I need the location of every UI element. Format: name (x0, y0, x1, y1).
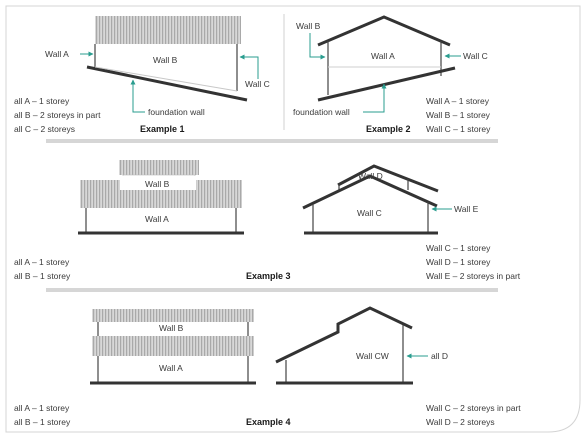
divider-2 (46, 288, 498, 292)
ex3-upper-wall-mask (120, 176, 196, 190)
ex2-title: Example 2 (366, 124, 411, 134)
ex3-note-left-1: all A – 1 storey (14, 257, 70, 267)
ex4-wall-cw-label: Wall CW (356, 351, 389, 361)
ex2-note-2: Wall B – 1 storey (426, 110, 491, 120)
ex3-upper-roof (119, 160, 199, 175)
ex4-note-right-1: Wall C – 2 storeys in part (426, 403, 521, 413)
ex3-left-wall-b-label: Wall B (145, 179, 170, 189)
ex2-wall-b-label: Wall B (296, 21, 321, 31)
ex2-ground (317, 66, 456, 102)
ex1-roof (95, 16, 241, 44)
ex1-note-2: all B – 2 storeys in part (14, 110, 101, 120)
ex1-title: Example 1 (140, 124, 185, 134)
ex3-lower-roof-right (302, 174, 438, 210)
ex3-wall-d-label: Wall D (358, 171, 383, 181)
divider-1 (46, 139, 498, 143)
ex4-note-left-1: all A – 1 storey (14, 403, 70, 413)
example-1: Wall B Wall A Wall C foundation wall all… (14, 16, 270, 134)
ex3-left-wall-a-label: Wall A (145, 214, 169, 224)
ex2-wall-a-label: Wall A (371, 51, 395, 61)
ex3-note-right-3: Wall E – 2 storeys in part (426, 271, 521, 281)
outer-frame (5, 5, 581, 433)
ex1-wall-c-label: Wall C (245, 79, 270, 89)
ex3-wall-c-label: Wall C (357, 208, 382, 218)
ex2-foundation-arrow (363, 83, 387, 113)
ex4-upper-roof (92, 309, 254, 322)
ex1-note-3: all C – 2 storeys (14, 124, 75, 134)
example-3: Wall B Wall A Wall D Wall C Wall E all A… (14, 160, 521, 281)
ex3-note-right-1: Wall C – 1 storey (426, 243, 491, 253)
ex3-note-left-2: all B – 1 storey (14, 271, 71, 281)
ex1-wall-c-arrow (239, 54, 259, 79)
ex1-wall-a-label: Wall A (45, 49, 69, 59)
ex1-ground (86, 65, 248, 102)
ex1-wall-b-label: Wall B (153, 55, 178, 65)
ex2-foundation-label: foundation wall (293, 107, 350, 117)
ex1-foundation-line (94, 66, 238, 92)
ex4-right-roof (275, 306, 413, 364)
ex3-wall-e-label: Wall E (454, 204, 479, 214)
ex2-wall-b-arrow (309, 33, 326, 60)
ex2-wall-c-label: Wall C (463, 51, 488, 61)
ex4-note-left-2: all B – 1 storey (14, 417, 71, 427)
ex3-note-right-2: Wall D – 1 storey (426, 257, 491, 267)
ex4-all-d-label: all D (431, 351, 448, 361)
ex4-lower-roof (92, 336, 254, 356)
ex2-roof (317, 15, 451, 47)
ex2-note-1: Wall A – 1 storey (426, 96, 490, 106)
example-4: Wall B Wall A Wall CW all D all A – 1 st… (14, 306, 521, 427)
example-2: Wall B Wall A Wall C foundation wall Exa… (293, 15, 491, 134)
ex4-note-right-2: Wall D – 2 storeys (426, 417, 495, 427)
ex4-title: Example 4 (246, 417, 291, 427)
ex1-foundation-label: foundation wall (148, 107, 205, 117)
ex4-left-wall-b-label: Wall B (159, 323, 184, 333)
ex3-title: Example 3 (246, 271, 291, 281)
ex1-foundation-arrow (130, 79, 145, 113)
ex1-note-1: all A – 1 storey (14, 96, 70, 106)
ex2-note-3: Wall C – 1 storey (426, 124, 491, 134)
ex3-upper-roof-right (337, 164, 439, 193)
ex4-left-wall-a-label: Wall A (159, 363, 183, 373)
